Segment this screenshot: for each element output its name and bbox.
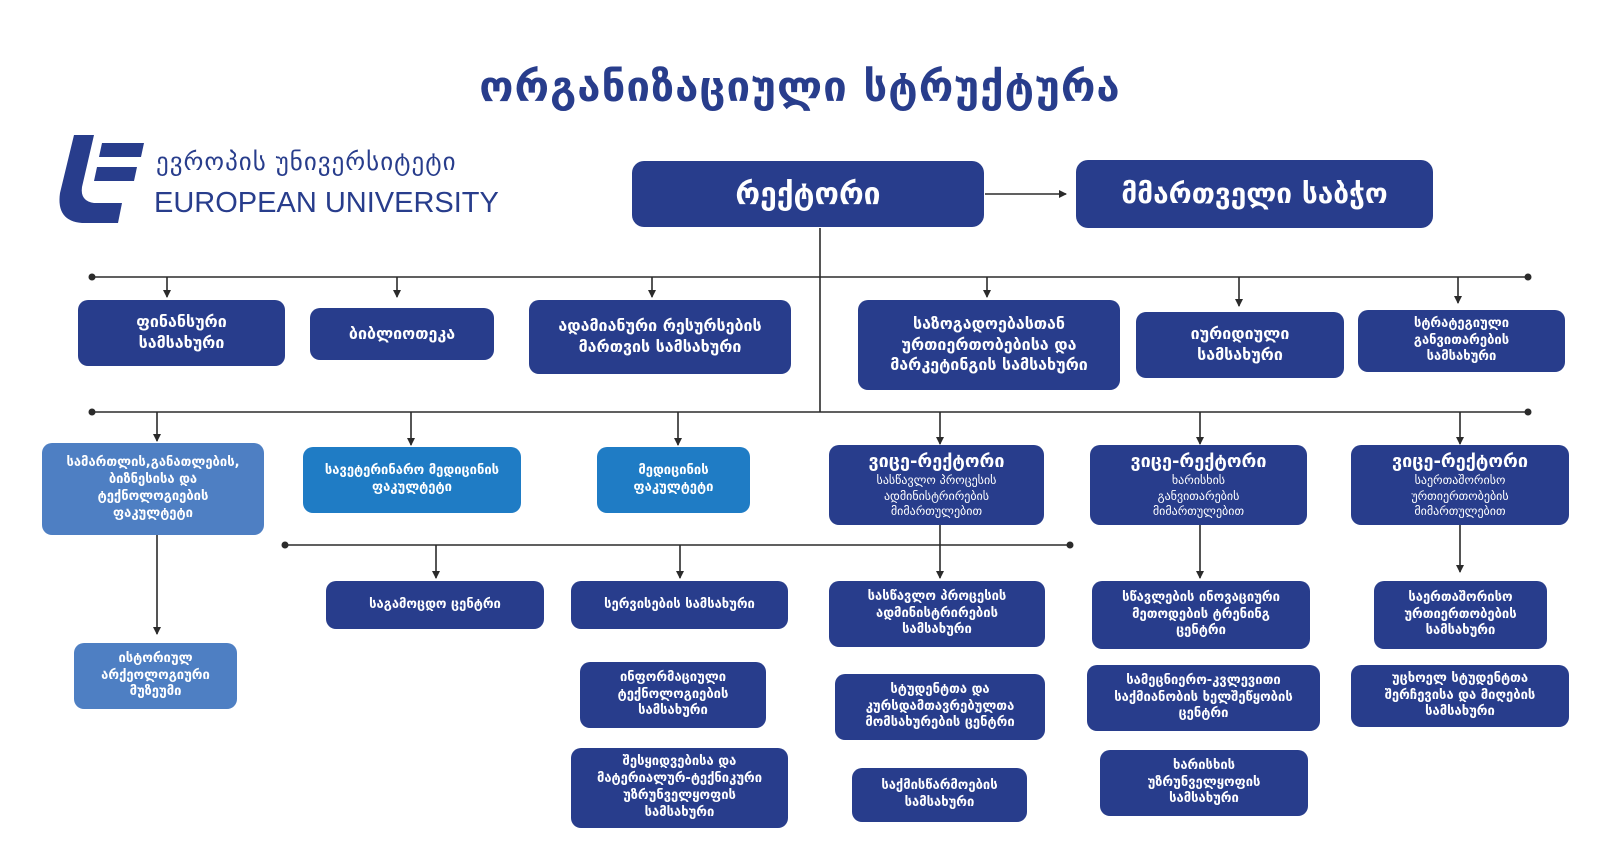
- student-alumni-service-center-box: სტუდენტთა და კურსდამთავრებულთა მომსახურე…: [835, 674, 1045, 740]
- it-office-box: ინფორმაციული ტექნოლოგიების სამსახური: [580, 662, 766, 728]
- quality-assurance-office-box: ხარისხის უზრუნველყოფის სამსახური: [1100, 750, 1308, 816]
- vice-rector-title: ვიცე-რექტორი: [1130, 450, 1267, 472]
- rector-box: რექტორი: [632, 161, 984, 227]
- vice-rector-academic-process-box: ვიცე-რექტორი სასწავლო პროცესის ადმინისტრ…: [829, 445, 1044, 525]
- vice-rector-international-box: ვიცე-რექტორი საერთაშორისო ურთიერთობების …: [1351, 445, 1569, 525]
- academic-process-admin-office-box: სასწავლო პროცესის ადმინისტრირების სამსახ…: [829, 581, 1045, 647]
- research-support-center-box: სამეცნიერო-კვლევითი საქმიანობის ხელშეწყო…: [1087, 665, 1320, 731]
- logo-name-georgian: ევროპის უნივერსიტეტი: [156, 147, 457, 176]
- exam-center-box: საგამოცდო ცენტრი: [326, 581, 544, 629]
- vice-rector-description: ხარისხის განვითარების მიმართულებით: [1152, 473, 1245, 519]
- international-relations-office-box: საერთაშორისო ურთიერთობების სამსახური: [1374, 581, 1547, 649]
- faculty-medicine-box: მედიცინის ფაკულტეტი: [597, 447, 750, 513]
- vice-rector-title: ვიცე-რექტორი: [868, 450, 1005, 472]
- university-logo-mark-icon: [59, 135, 144, 223]
- vice-rector-quality-box: ვიცე-რექტორი ხარისხის განვითარების მიმარ…: [1090, 445, 1307, 525]
- faculty-veterinary-medicine-box: სავეტერინარო მედიცინის ფაკულტეტი: [303, 447, 521, 513]
- pr-marketing-office-box: საზოგადოებასთან ურთიერთობებისა და მარკეტ…: [858, 300, 1120, 390]
- strategic-development-office-box: სტრატეგიული განვითარების სამსახური: [1358, 310, 1565, 372]
- faculty-law-education-business-tech-box: სამართლის,განათლების, ბიზნესისა და ტექნო…: [42, 443, 264, 535]
- foreign-student-admission-office-box: უცხოელ სტუდენტთა შერჩევისა და მიღების სა…: [1351, 665, 1569, 727]
- legal-office-box: იურიდიული სამსახური: [1136, 312, 1344, 378]
- finance-office-box: ფინანსური სამსახური: [78, 300, 285, 366]
- library-box: ბიბლიოთეკა: [310, 308, 494, 360]
- vice-rector-description: საერთაშორისო ურთიერთობების მიმართულებით: [1411, 473, 1509, 519]
- services-office-box: სერვისების სამსახური: [571, 581, 788, 629]
- university-logo: ევროპის უნივერსიტეტი EUROPEAN UNIVERSITY: [52, 135, 522, 225]
- historical-archaeological-museum-box: ისტორიულ არქეოლოგიური მუზეუმი: [74, 643, 237, 709]
- procurement-office-box: შესყიდვებისა და მატერიალურ-ტექნიკური უზრ…: [571, 748, 788, 828]
- records-management-office-box: საქმისწარმოების სამსახური: [852, 768, 1027, 822]
- vice-rector-description: სასწავლო პროცესის ადმინისტრირების მიმართ…: [876, 473, 997, 519]
- hr-office-box: ადამიანური რესურსების მართვის სამსახური: [529, 300, 791, 374]
- page-title: ორგანიზაციული სტრუქტურა: [479, 62, 1121, 111]
- innovative-teaching-training-center-box: სწავლების ინოვაციური მეთოდების ტრენინგ ც…: [1092, 581, 1310, 649]
- logo-name-english: EUROPEAN UNIVERSITY: [154, 187, 499, 219]
- vice-rector-title: ვიცე-რექტორი: [1391, 450, 1529, 472]
- governing-board-box: მმართველი საბჭო: [1076, 160, 1433, 228]
